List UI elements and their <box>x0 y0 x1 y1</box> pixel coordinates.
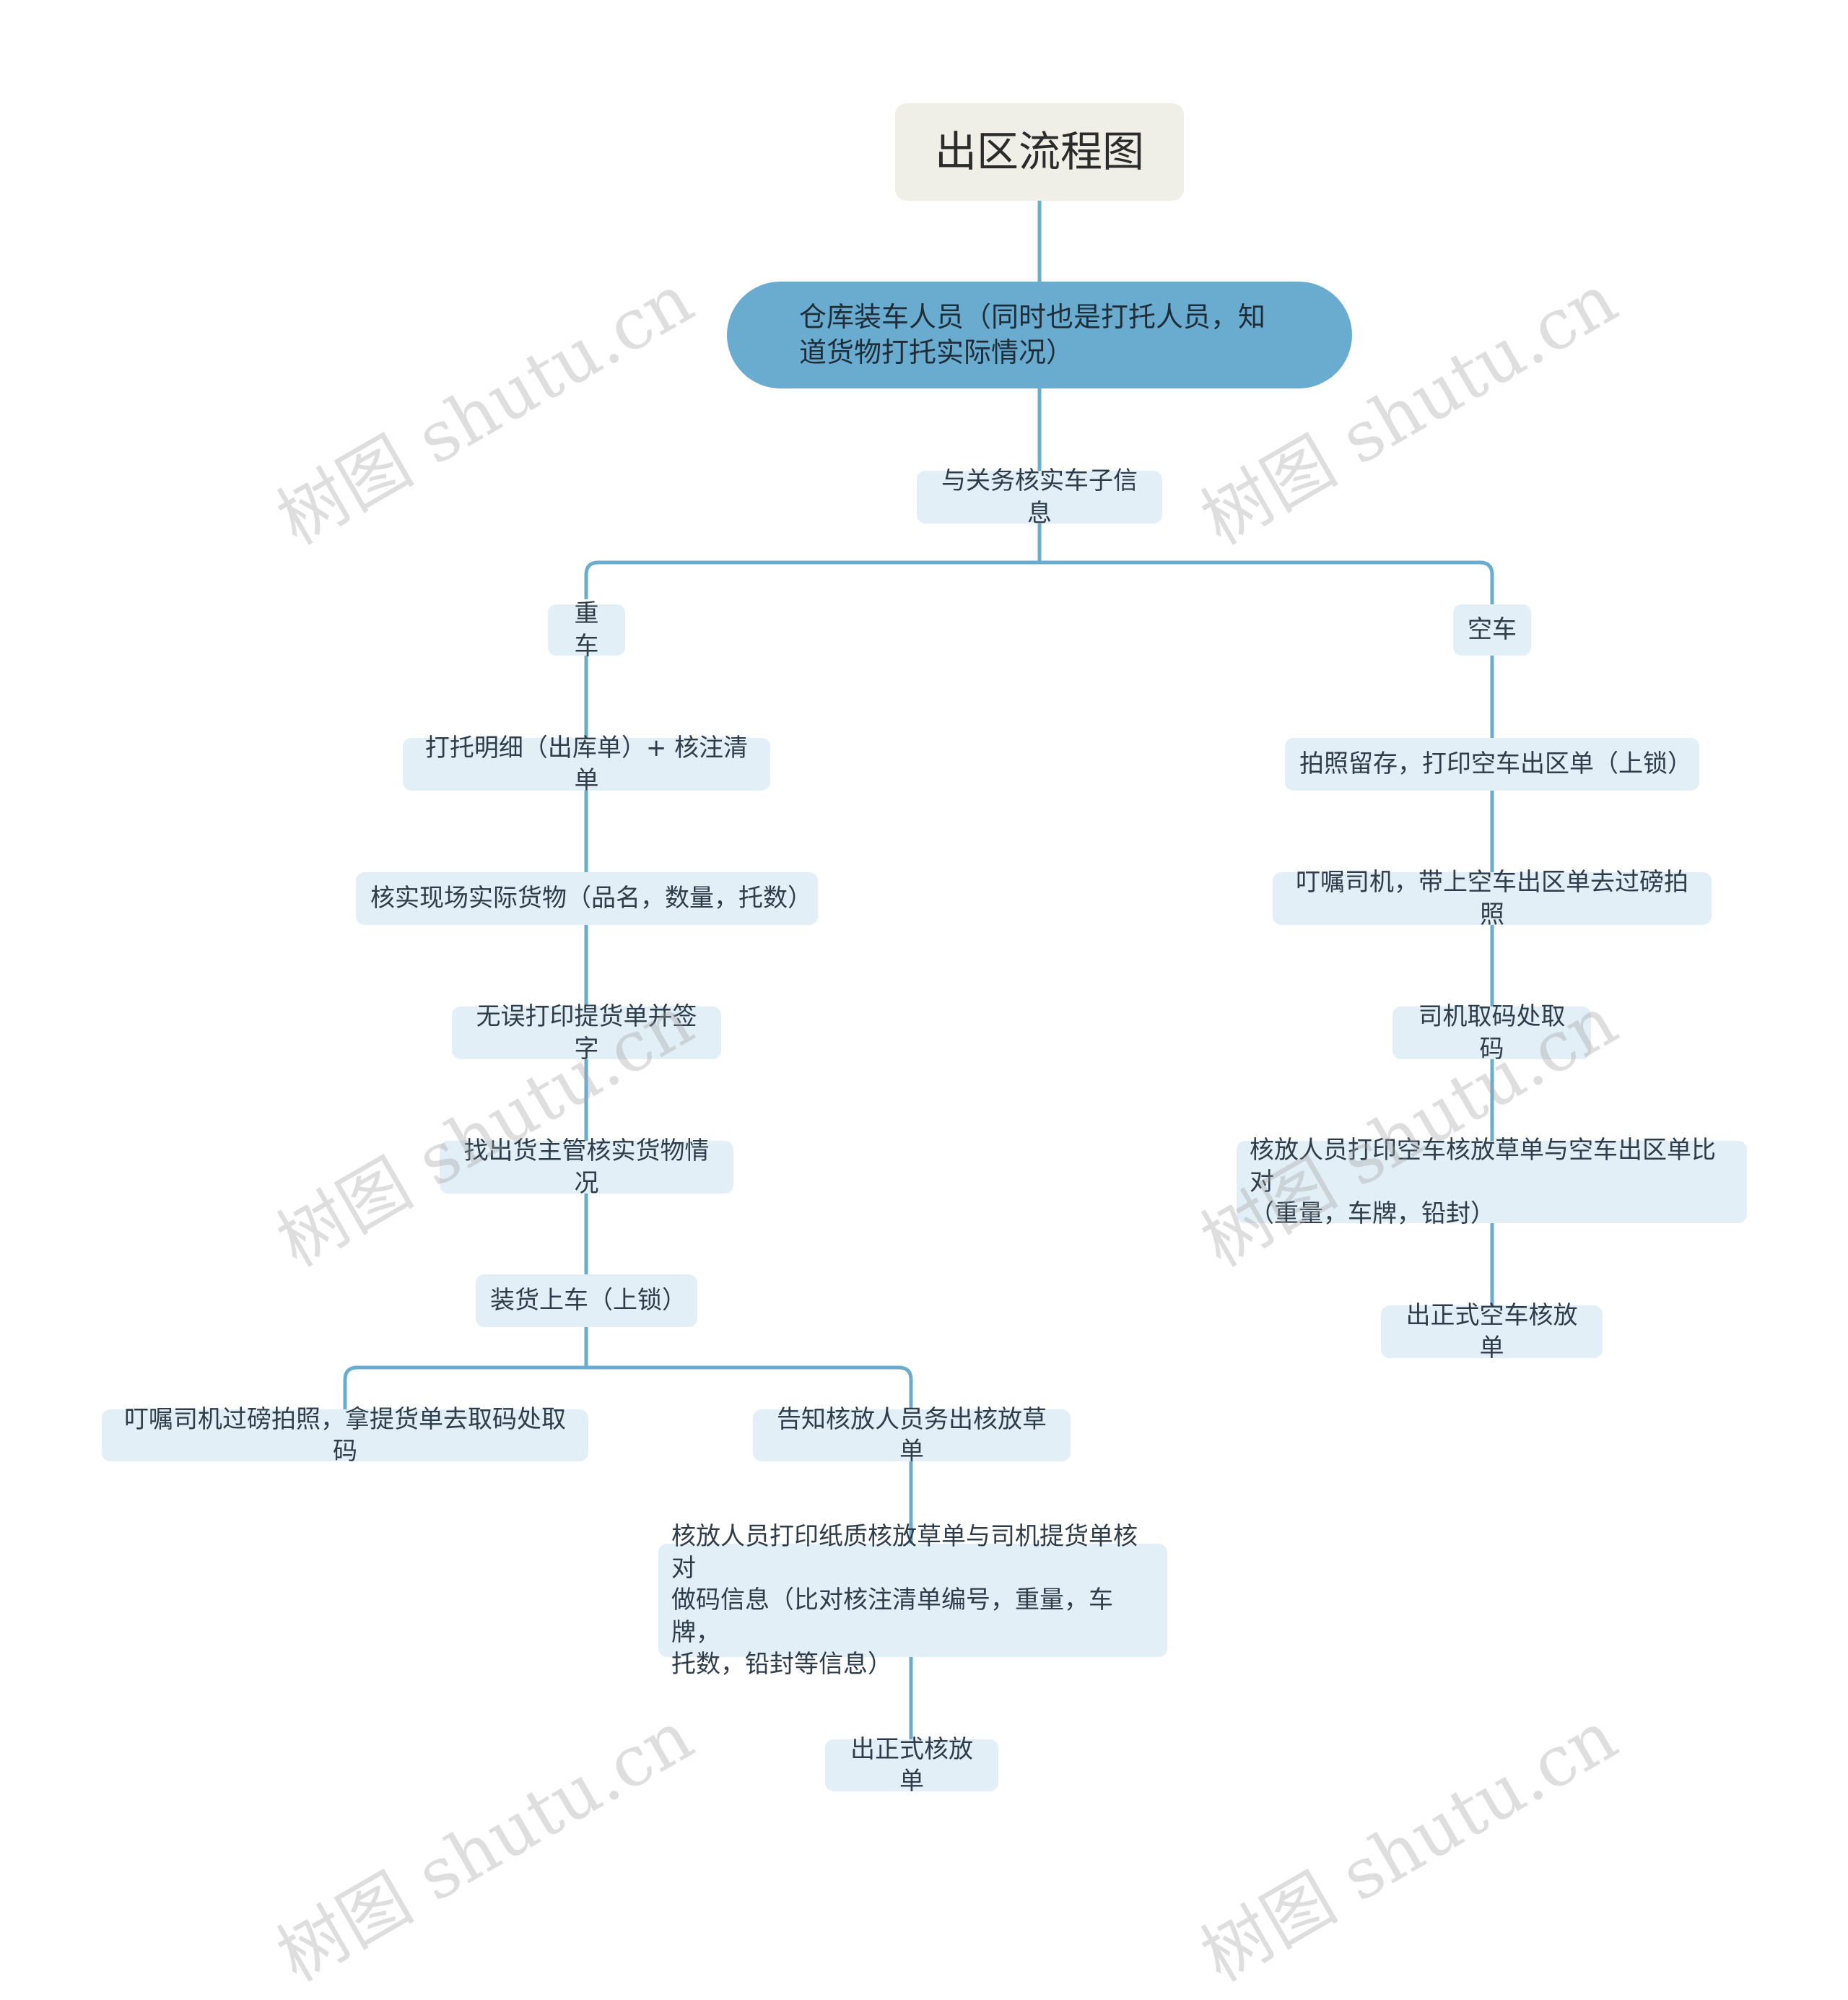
loading-staff-node: 仓库装车人员（同时也是打托人员，知 道货物打托实际情况） <box>727 282 1352 388</box>
diagram-title: 出区流程图 <box>895 103 1184 201</box>
formal-release-note: 出正式核放单 <box>825 1735 998 1796</box>
heavy-step-5: 装货上车（上锁） <box>476 1274 697 1327</box>
release-draft-check: 核放人员打印纸质核放草单与司机提货单核对 做码信息（比对核注清单编号，重量，车牌… <box>658 1522 1167 1679</box>
empty-truck-node: 空车 <box>1453 604 1531 656</box>
heavy-branch-driver: 叮嘱司机过磅拍照，拿提货单去取码处取码 <box>102 1405 588 1466</box>
heavy-step-1: 打托明细（出库单）+ 核注清单 <box>403 734 770 795</box>
flowchart-canvas: 出区流程图 仓库装车人员（同时也是打托人员，知 道货物打托实际情况） 与关务核实… <box>102 103 1747 1997</box>
empty-step-4: 核放人员打印空车核放草单与空车出区单比对 （重量，车牌，铅封） <box>1237 1136 1747 1228</box>
heavy-step-2: 核实现场实际货物（品名，数量，托数） <box>356 872 818 925</box>
heavy-step-4: 找出货主管核实货物情况 <box>440 1136 733 1198</box>
empty-step-2: 叮嘱司机，带上空车出区单去过磅拍照 <box>1273 868 1712 929</box>
empty-step-3: 司机取码处取码 <box>1392 1002 1591 1064</box>
customs-check-node: 与关务核实车子信息 <box>917 466 1162 528</box>
connector-lines <box>343 201 1494 1739</box>
empty-step-5: 出正式空车核放单 <box>1381 1301 1603 1362</box>
link-heavy-branches <box>343 1365 913 1409</box>
link-split-heavy-empty <box>584 560 1494 604</box>
heavy-branch-release: 告知核放人员务出核放草单 <box>753 1405 1071 1466</box>
heavy-step-3: 无误打印提货单并签字 <box>452 1002 721 1064</box>
heavy-truck-node: 重车 <box>548 599 625 661</box>
empty-step-1: 拍照留存，打印空车出区单（上锁） <box>1285 738 1699 791</box>
